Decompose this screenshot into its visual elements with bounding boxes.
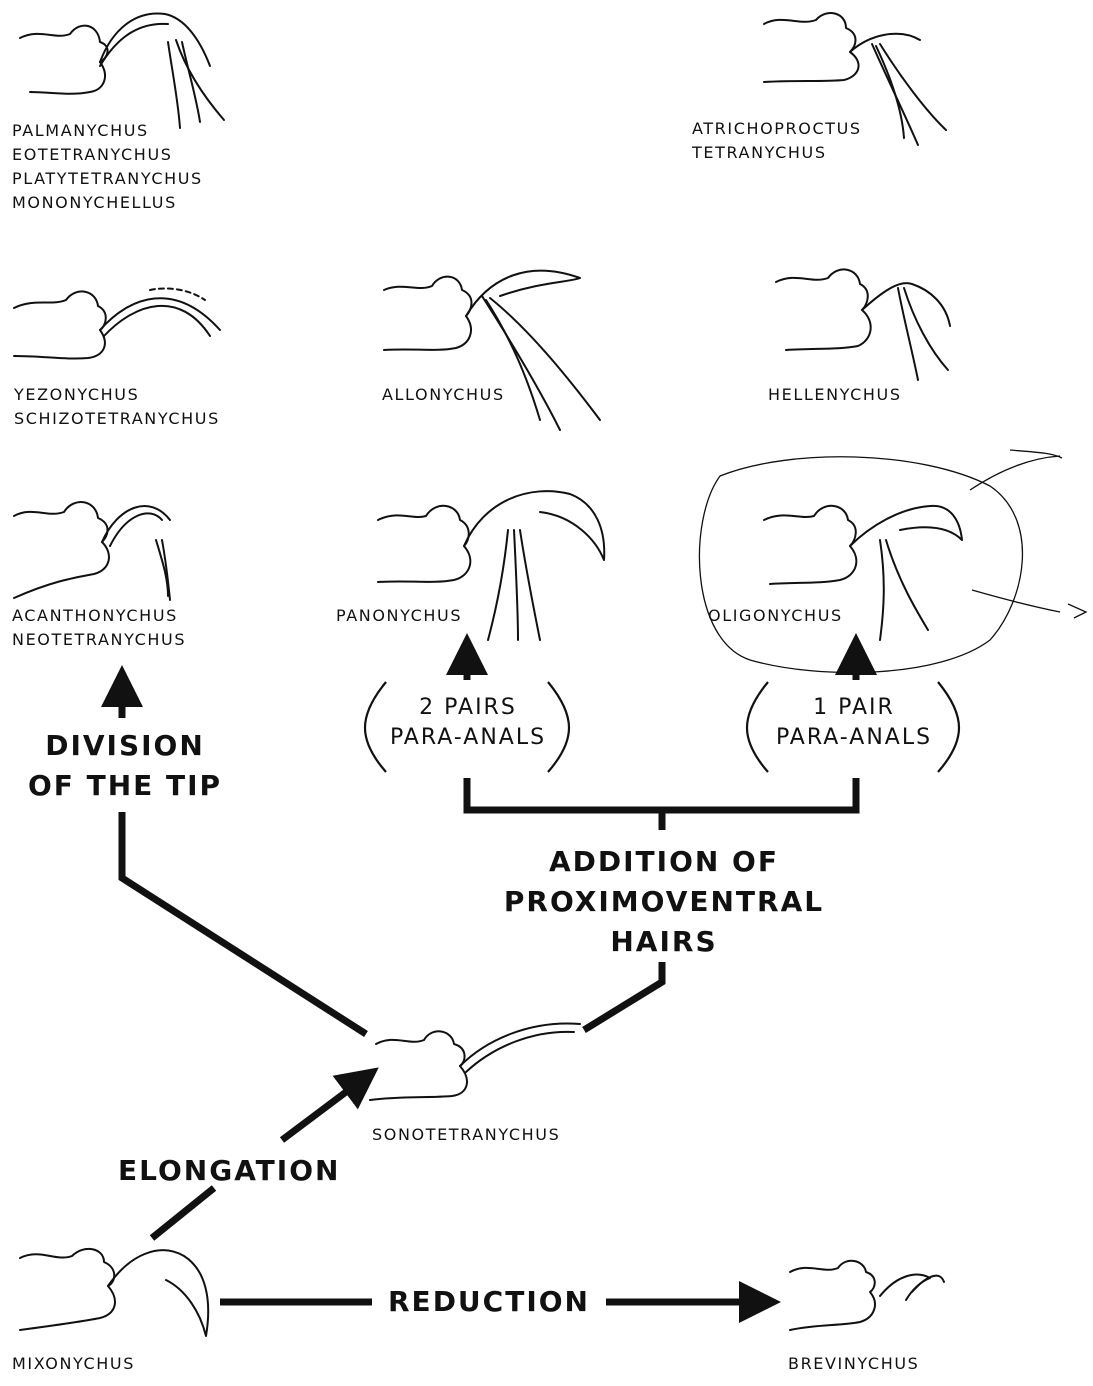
genus-label: SCHIZOTETRANYCHUS (14, 411, 220, 427)
claw-drawing-yezonychus (14, 288, 220, 358)
label-group-acanthonychus: ACANTHONYCHUS NEOTETRANYCHUS (12, 608, 186, 656)
elongation-arrow-upper (282, 1080, 362, 1140)
condition-label-line: PARA-ANALS (762, 727, 946, 749)
label-group-atrichoproctus: ATRICHOPROCTUS TETRANYCHUS (692, 121, 862, 169)
condition-two-pairs: 2 PAIRS PARA-ANALS (380, 697, 556, 757)
label-group-hellenychus: HELLENYCHUS (768, 387, 902, 411)
label-group-mixonychus: MIXONYCHUS (12, 1356, 135, 1380)
genus-label: SONOTETRANYCHUS (372, 1127, 560, 1143)
process-label-line: HAIRS (488, 928, 840, 956)
genus-label: NEOTETRANYCHUS (12, 632, 186, 648)
genus-label: BREVINYCHUS (788, 1356, 919, 1372)
label-group-allonychus: ALLONYCHUS (382, 387, 505, 411)
genus-label: MONONYCHELLUS (12, 195, 203, 211)
genus-label: PANONYCHUS (336, 608, 462, 624)
condition-one-pair: 1 PAIR PARA-ANALS (762, 697, 946, 757)
label-group-sonotetranychus: SONOTETRANYCHUS (372, 1127, 560, 1151)
genus-label: OLIGONYCHUS (708, 608, 843, 624)
condition-label-line: PARA-ANALS (380, 727, 556, 749)
process-elongation: ELONGATION (118, 1157, 340, 1185)
claw-drawing-hellenychus (776, 269, 950, 380)
label-group-oligonychus: OLIGONYCHUS (708, 608, 843, 632)
claw-drawing-acanthonychus (14, 502, 170, 600)
genus-label: YEZONYCHUS (14, 387, 220, 403)
para-anal-bracket (467, 778, 856, 810)
genus-label: HELLENYCHUS (768, 387, 902, 403)
label-group-brevinychus: BREVINYCHUS (788, 1356, 919, 1380)
genus-label: TETRANYCHUS (692, 145, 862, 161)
label-group-palmanychus: PALMANYCHUS EOTETRANYCHUS PLATYTETRANYCH… (12, 123, 203, 219)
process-addition-of-hairs: ADDITION OF PROXIMOVENTRAL HAIRS (488, 848, 840, 968)
genus-label: PALMANYCHUS (12, 123, 203, 139)
claw-drawing-sonotetranychus (370, 1023, 580, 1100)
process-label-line: PROXIMOVENTRAL (488, 888, 840, 916)
label-group-panonychus: PANONYCHUS (336, 608, 462, 632)
addition-connector-line (584, 962, 662, 1030)
process-reduction: REDUCTION (388, 1288, 590, 1316)
process-division-of-tip: DIVISION OF THE TIP (20, 732, 230, 812)
elongation-arrow-lower (152, 1188, 214, 1238)
condition-label-line: 1 PAIR (762, 697, 946, 719)
genus-label: ATRICHOPROCTUS (692, 121, 862, 137)
claw-drawing-palmanychus (20, 13, 224, 128)
claw-drawing-mixonychus (20, 1249, 208, 1336)
division-connector-line (122, 812, 366, 1034)
genus-label: PLATYTETRANYCHUS (12, 171, 203, 187)
process-label-line: ADDITION OF (488, 848, 840, 876)
genus-label: EOTETRANYCHUS (12, 147, 203, 163)
claw-drawing-brevinychus (790, 1261, 944, 1330)
process-label-line: OF THE TIP (20, 772, 230, 800)
process-label-line: DIVISION (20, 732, 230, 760)
condition-label-line: 2 PAIRS (380, 697, 556, 719)
label-group-yezonychus: YEZONYCHUS SCHIZOTETRANYCHUS (14, 387, 220, 435)
genus-label: ACANTHONYCHUS (12, 608, 186, 624)
genus-label: ALLONYCHUS (382, 387, 505, 403)
genus-label: MIXONYCHUS (12, 1356, 135, 1372)
